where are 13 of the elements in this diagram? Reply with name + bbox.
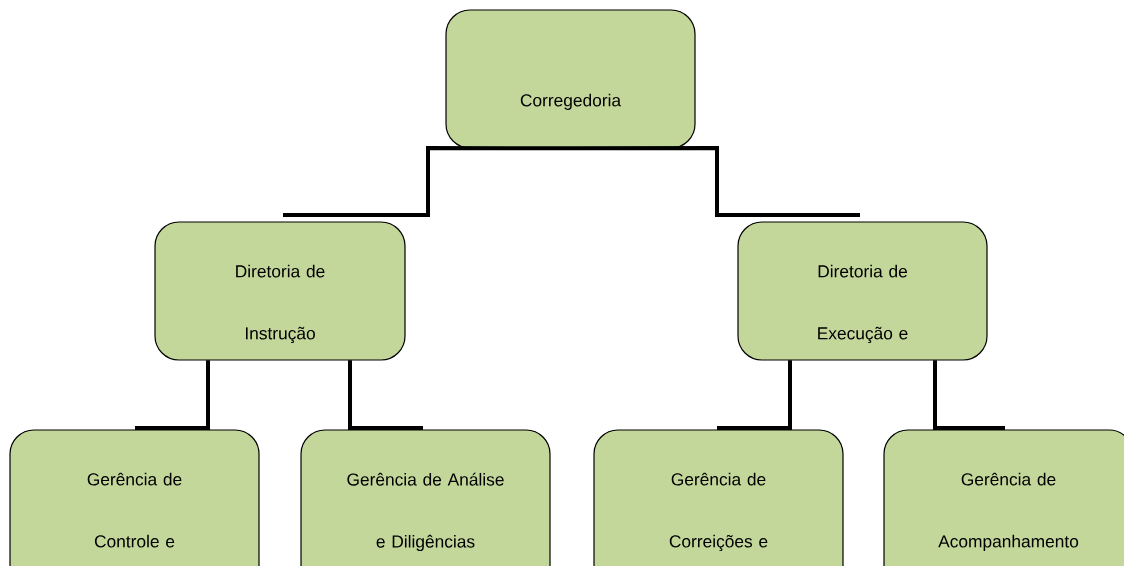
org-box: Gerência de Correições e — [593, 429, 844, 566]
org-box: Gerência de Controle e — [9, 429, 260, 566]
connector-line — [283, 146, 571, 217]
connector-line — [348, 360, 423, 430]
org-box: Corregedoria — [445, 9, 696, 149]
connector-line — [717, 360, 792, 430]
org-box: Gerência de Acompanhamento — [883, 429, 1124, 566]
org-box: Gerência de Análise e Diligências — [300, 429, 551, 566]
connector-line — [933, 360, 1005, 430]
org-box: Diretoria de Instrução — [154, 221, 406, 361]
connector-line — [135, 360, 210, 430]
org-box: Diretoria de Execução e — [737, 221, 988, 361]
connector-line — [571, 146, 860, 217]
